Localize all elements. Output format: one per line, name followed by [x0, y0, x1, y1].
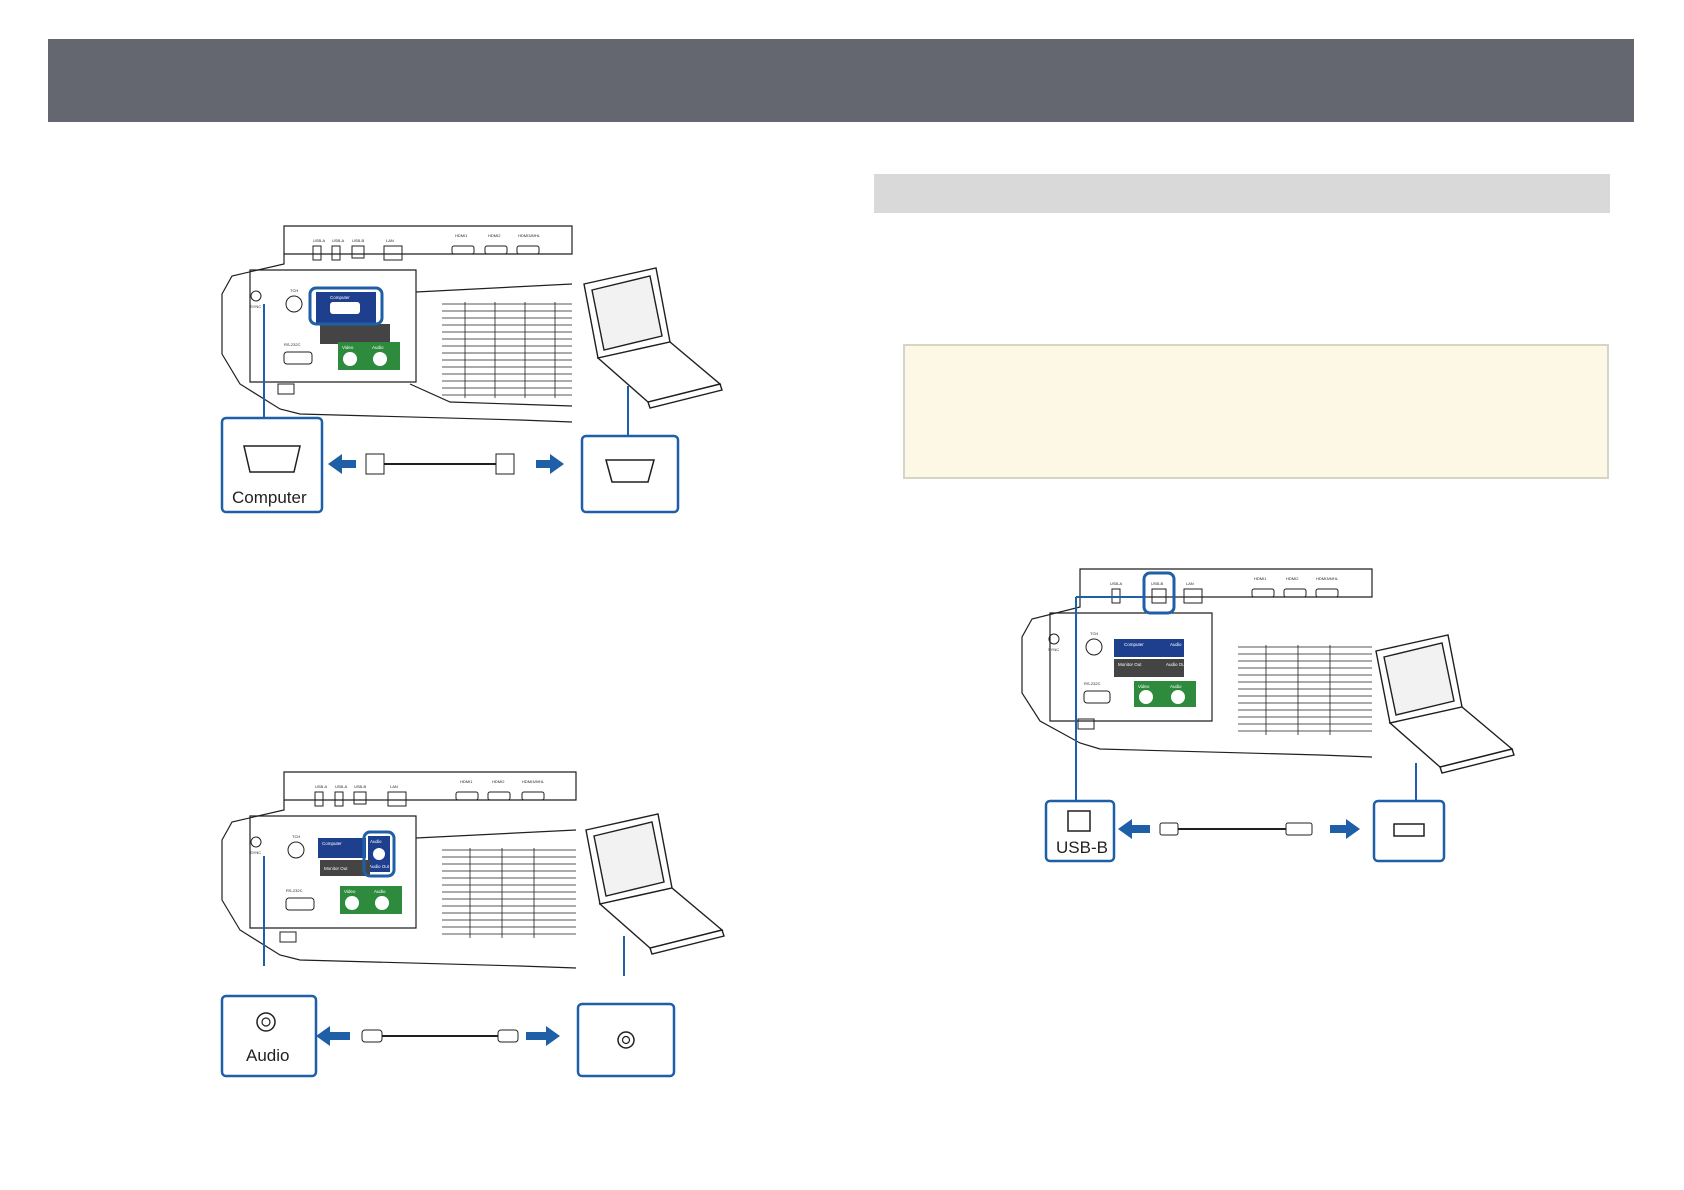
svg-text:USB-B: USB-B [354, 784, 367, 789]
usb-a-port-icon [1393, 823, 1425, 837]
svg-text:Computer: Computer [330, 295, 350, 300]
vent-grille [442, 848, 576, 938]
computer-port-box [1372, 799, 1446, 863]
svg-text:Audio: Audio [1170, 642, 1182, 647]
svg-text:USB-B: USB-B [352, 238, 365, 243]
input-panel: TCH SYNC Computer Audio Monitor Out Audi… [1048, 631, 1196, 730]
svg-text:Audio: Audio [374, 889, 386, 894]
note-box [903, 344, 1609, 479]
audio-jack-icon [256, 1012, 276, 1032]
svg-text:RS-232C: RS-232C [1084, 681, 1101, 686]
laptop-icon [1375, 634, 1515, 774]
projector-port-box: Computer [220, 416, 324, 514]
svg-text:HDMI3/MHL: HDMI3/MHL [522, 779, 545, 784]
svg-text:RS-232C: RS-232C [286, 888, 303, 893]
svg-text:HDMI1: HDMI1 [1254, 576, 1267, 581]
laptop-icon [583, 267, 723, 409]
usb-b-port-icon [1067, 810, 1091, 832]
arrow-right-icon [1330, 819, 1360, 839]
svg-text:Video: Video [342, 345, 354, 350]
vga-cable [328, 453, 564, 475]
arrow-left-icon [328, 454, 356, 474]
svg-text:HDMI1: HDMI1 [455, 233, 468, 238]
svg-text:Audio: Audio [372, 345, 384, 350]
svg-text:TCH: TCH [290, 288, 298, 293]
section-heading-bar [874, 174, 1610, 213]
audio-jack-icon-computer [617, 1031, 635, 1049]
usb-connection-figure: USB-A USB-B LAN HDMI1 HDMI2 HDMI3/MHL TC… [1020, 565, 1580, 865]
arrow-left-icon [1118, 819, 1150, 839]
svg-text:LAN: LAN [386, 238, 394, 243]
arrow-right-icon [536, 454, 564, 474]
input-panel: TCH SYNC Computer Video Audio RS-232C [250, 288, 400, 395]
laptop-icon [585, 813, 725, 955]
projector-panel [221, 771, 577, 969]
audio-connection-figure: USB-A USB-A USB-B LAN HDMI1 HDMI2 HDMI3/… [220, 770, 760, 1090]
svg-text:LAN: LAN [390, 784, 398, 789]
top-port-row: USB-A USB-A USB-B LAN HDMI1 HDMI2 HDMI3/… [314, 779, 545, 807]
svg-text:TCH: TCH [1090, 631, 1098, 636]
svg-text:SYNC: SYNC [250, 850, 261, 855]
usb-cable [1118, 819, 1360, 839]
svg-text:HDMI2: HDMI2 [1286, 576, 1299, 581]
svg-text:Monitor Out: Monitor Out [1118, 662, 1142, 667]
arrow-right-icon [526, 1026, 560, 1046]
audio-port-highlight [362, 830, 396, 878]
audio-port-label: Audio [246, 1046, 289, 1065]
projector-panel [221, 225, 573, 423]
top-port-row: USB-A USB-A USB-B LAN HDMI1 HDMI2 HDMI3/… [312, 233, 541, 261]
svg-text:Computer: Computer [1124, 642, 1144, 647]
usb-b-port-label: USB-B [1056, 838, 1108, 857]
vga-port-icon [243, 445, 301, 473]
svg-text:USB-A: USB-A [332, 238, 345, 243]
svg-text:Audio: Audio [370, 839, 382, 844]
svg-text:SYNC: SYNC [1048, 647, 1059, 652]
svg-text:HDMI3/MHL: HDMI3/MHL [1316, 576, 1339, 581]
svg-text:Monitor Out: Monitor Out [324, 866, 348, 871]
svg-text:USB-A: USB-A [313, 238, 326, 243]
svg-text:Video: Video [344, 889, 356, 894]
audio-cable [316, 1026, 560, 1046]
svg-text:Audio Out: Audio Out [1166, 662, 1187, 667]
svg-text:USB-A: USB-A [315, 784, 328, 789]
svg-text:HDMI1: HDMI1 [460, 779, 473, 784]
computer-connection-figure: USB-A USB-A USB-B LAN HDMI1 HDMI2 HDMI3/… [220, 224, 760, 534]
svg-text:Video: Video [1138, 684, 1150, 689]
projector-port-box: Audio [220, 994, 318, 1078]
svg-text:Audio Out: Audio Out [369, 864, 390, 869]
computer-port-label: Computer [232, 488, 307, 507]
svg-text:USB-A: USB-A [335, 784, 348, 789]
arrow-left-icon [316, 1026, 350, 1046]
input-panel: TCH SYNC Computer Audio Audio Out Monito… [250, 834, 402, 943]
svg-text:RS-232C: RS-232C [284, 342, 301, 347]
projector-port-box: USB-B [1044, 799, 1116, 863]
svg-text:HDMI2: HDMI2 [492, 779, 505, 784]
computer-port-box [580, 434, 680, 514]
top-port-row: USB-A USB-B LAN HDMI1 HDMI2 HDMI3/MHL [1110, 576, 1339, 604]
svg-text:HDMI2: HDMI2 [488, 233, 501, 238]
svg-text:HDMI3/MHL: HDMI3/MHL [518, 233, 541, 238]
svg-text:SYNC: SYNC [250, 304, 261, 309]
svg-text:LAN: LAN [1186, 581, 1194, 586]
computer-port-highlight [308, 286, 384, 326]
svg-text:TCH: TCH [292, 834, 300, 839]
vent-grille [1238, 645, 1372, 735]
svg-text:USB-B: USB-B [1151, 581, 1164, 586]
vent-grille [442, 302, 572, 398]
header-bar [48, 39, 1634, 122]
svg-text:Computer: Computer [322, 841, 342, 846]
svg-text:Audio: Audio [1170, 684, 1182, 689]
usb-b-port-highlight [1142, 571, 1176, 615]
svg-text:USB-A: USB-A [1110, 581, 1123, 586]
computer-port-box [576, 1002, 676, 1078]
vga-port-icon-computer [605, 459, 655, 483]
